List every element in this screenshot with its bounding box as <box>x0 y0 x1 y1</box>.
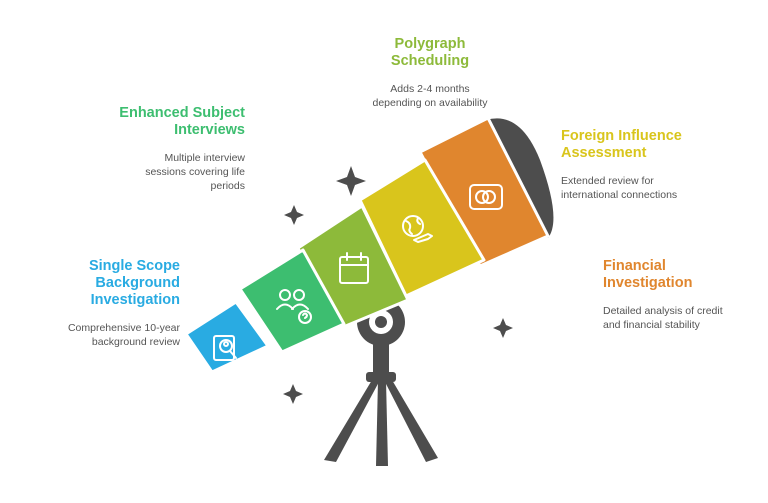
stage-title-line: Scheduling <box>391 53 469 69</box>
stage-description-line: Detailed analysis of credit <box>603 305 723 317</box>
stage-label-1: Single ScopeBackgroundInvestigationCompr… <box>68 258 181 348</box>
calendar-icon <box>339 252 369 284</box>
people-question-icon <box>276 289 312 324</box>
stage-title-line: Background <box>95 275 180 291</box>
telescope-body <box>184 116 554 374</box>
stage-description-line: and financial stability <box>603 319 701 331</box>
stage-description-line: Multiple interview <box>164 152 245 164</box>
sparkle-icon <box>283 384 303 404</box>
stage-title-line: Foreign Influence <box>561 128 682 144</box>
stage-title-line: Enhanced Subject <box>119 105 245 121</box>
telescope-segment-2 <box>238 248 346 354</box>
stage-description-line: depending on availability <box>372 97 488 109</box>
stage-title-line: Assessment <box>561 145 647 161</box>
stage-labels: Single ScopeBackgroundInvestigationCompr… <box>68 36 723 348</box>
person-search-icon <box>213 335 237 361</box>
stage-title-line: Polygraph <box>395 36 466 52</box>
stage-title-line: Interviews <box>174 122 245 138</box>
globe-airplane-icon <box>402 215 433 243</box>
stage-description-line: background review <box>92 336 181 348</box>
stage-title-line: Investigation <box>91 292 180 308</box>
tripod <box>324 340 438 466</box>
stage-description-line: periods <box>211 180 245 192</box>
stage-description-line: Comprehensive 10-year <box>68 322 181 334</box>
sparkle-icon <box>493 318 513 338</box>
stage-title-line: Single Scope <box>89 258 180 274</box>
sparkle-icon <box>284 205 304 225</box>
stage-description-line: international connections <box>561 189 677 201</box>
credit-card-icon <box>469 184 503 210</box>
stage-description-line: Extended review for <box>561 175 654 187</box>
sparkle-icon <box>336 166 366 196</box>
stage-description-line: sessions covering life <box>145 166 245 178</box>
stage-description-line: Adds 2-4 months <box>390 83 469 95</box>
stage-title-line: Financial <box>603 258 666 274</box>
stage-title-line: Investigation <box>603 275 692 291</box>
